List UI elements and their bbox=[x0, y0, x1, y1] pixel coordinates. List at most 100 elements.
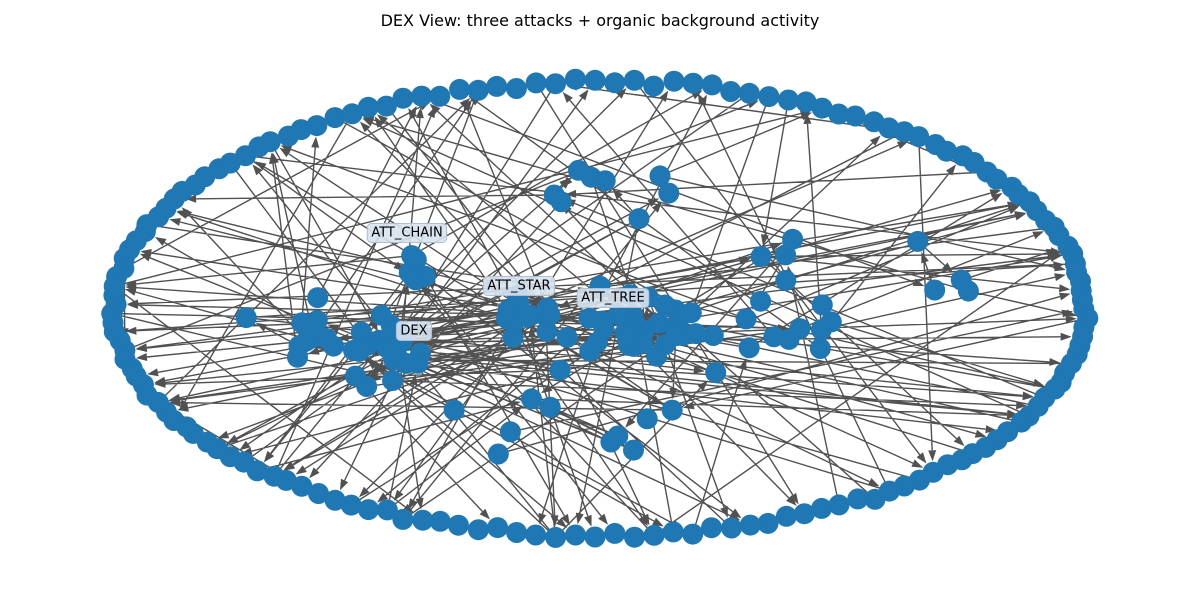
graph-node bbox=[646, 345, 668, 367]
graph-node bbox=[357, 96, 379, 118]
node-label-att_tree: ATT_TREE bbox=[576, 288, 650, 308]
graph-node bbox=[782, 228, 804, 250]
graph-node bbox=[545, 73, 566, 95]
graph-node bbox=[662, 521, 684, 543]
graph-node bbox=[750, 246, 772, 267]
graph-node bbox=[407, 352, 429, 374]
graph-node bbox=[810, 319, 832, 341]
graph-node bbox=[392, 87, 414, 109]
graph-node bbox=[341, 103, 363, 125]
graph-node bbox=[811, 294, 833, 316]
graph-node bbox=[811, 97, 833, 119]
node-label-box bbox=[366, 223, 448, 243]
graph-node bbox=[643, 524, 665, 546]
graph-node bbox=[549, 359, 571, 381]
graph-node bbox=[763, 326, 785, 348]
graph-node bbox=[429, 510, 451, 532]
graph-node bbox=[350, 321, 372, 343]
graph-node bbox=[307, 287, 329, 309]
graph-node bbox=[811, 497, 833, 519]
node-label-text: ATT_TREE bbox=[581, 291, 644, 306]
graph-node bbox=[499, 421, 521, 443]
graph-node bbox=[487, 517, 509, 539]
graph-node bbox=[398, 262, 420, 284]
graph-node bbox=[1071, 289, 1093, 311]
graph-node bbox=[682, 523, 704, 545]
graph-node bbox=[777, 89, 799, 111]
graph-node bbox=[957, 280, 979, 302]
graph-node bbox=[795, 91, 817, 113]
graph-node bbox=[844, 105, 866, 127]
graph-node bbox=[382, 370, 404, 391]
graph-node bbox=[443, 399, 465, 421]
graph-node bbox=[382, 341, 404, 363]
graph-node bbox=[604, 522, 626, 544]
graph-node bbox=[685, 323, 707, 345]
graph-node bbox=[738, 82, 760, 104]
graph-node bbox=[521, 388, 542, 410]
graph-node bbox=[828, 103, 850, 125]
graph-node bbox=[505, 78, 527, 99]
graph-node bbox=[324, 489, 346, 511]
graph-node bbox=[586, 331, 608, 353]
graph-node bbox=[661, 399, 683, 421]
graph-node bbox=[584, 526, 606, 548]
graph-node bbox=[847, 488, 869, 510]
graph-node bbox=[604, 72, 626, 94]
graph-node bbox=[600, 431, 622, 453]
graph-node bbox=[565, 524, 586, 546]
graph-node bbox=[447, 514, 469, 536]
graph-node bbox=[340, 494, 362, 516]
graph-node bbox=[607, 304, 629, 325]
graph-node bbox=[308, 483, 329, 504]
node-label-dex: DEX bbox=[395, 321, 433, 341]
graph-node bbox=[636, 408, 658, 430]
graph-node bbox=[658, 182, 680, 204]
graph-node bbox=[735, 308, 757, 330]
graph-node bbox=[924, 279, 946, 301]
node-label-att_star: ATT_STAR bbox=[482, 276, 556, 296]
graph-node bbox=[809, 338, 831, 359]
node-label-text: DEX bbox=[400, 324, 427, 339]
graph-node bbox=[701, 517, 722, 539]
graph-node bbox=[550, 191, 572, 213]
graph-node bbox=[376, 499, 398, 521]
graph-node bbox=[701, 74, 723, 96]
graph-node bbox=[739, 514, 761, 536]
graph-node bbox=[538, 302, 560, 324]
graph-node bbox=[290, 119, 312, 141]
graph-node bbox=[654, 294, 676, 316]
graph-node bbox=[624, 526, 645, 548]
graph-node bbox=[356, 376, 378, 397]
graph-node bbox=[516, 306, 538, 328]
graph-node bbox=[750, 290, 772, 312]
node-label-text: ATT_CHAIN bbox=[371, 226, 442, 241]
graph-node bbox=[467, 79, 489, 101]
graph-node bbox=[525, 72, 547, 94]
graph-node bbox=[306, 115, 328, 137]
node-label-box bbox=[395, 321, 433, 341]
graph-node bbox=[536, 320, 558, 342]
graph-node bbox=[793, 503, 815, 525]
graph-node bbox=[623, 439, 644, 461]
node-layer bbox=[101, 68, 1099, 548]
node-label-box bbox=[576, 288, 650, 308]
graph-node bbox=[936, 140, 957, 162]
graph-node bbox=[775, 505, 797, 527]
graph-node bbox=[259, 131, 281, 153]
graph-node bbox=[375, 95, 397, 117]
graph-node bbox=[721, 517, 742, 539]
graph-node bbox=[556, 326, 578, 348]
graph-node bbox=[720, 81, 742, 102]
graph-node bbox=[663, 70, 685, 92]
graph-node bbox=[449, 78, 471, 100]
graph-node bbox=[486, 75, 508, 97]
graph-node bbox=[235, 307, 257, 329]
graph-node bbox=[908, 126, 930, 148]
graph-node bbox=[506, 522, 528, 543]
graph-node bbox=[775, 269, 797, 291]
graph-node bbox=[467, 519, 489, 541]
graph-node bbox=[263, 465, 285, 487]
